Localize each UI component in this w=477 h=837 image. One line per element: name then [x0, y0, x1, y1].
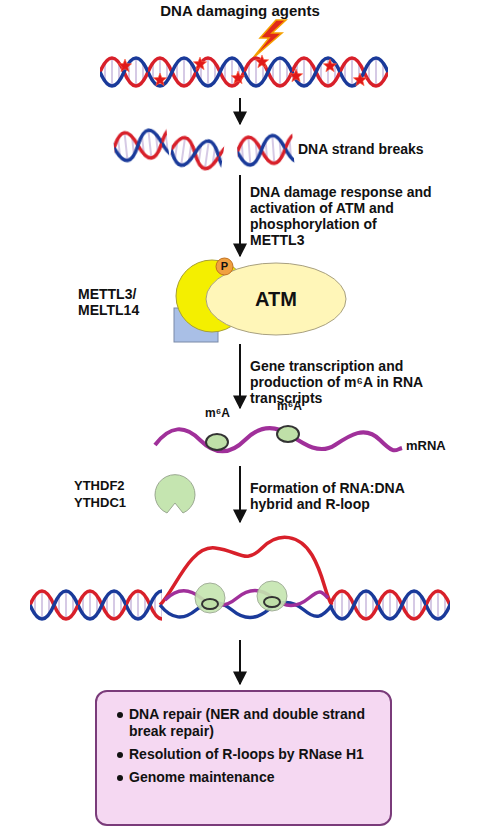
outcome-item: DNA repair (NER and double strand break …: [115, 706, 376, 740]
stage-label: DNA strand breaks: [298, 141, 468, 157]
broken-dna: [112, 122, 295, 176]
protein-label: YTHDF2: [74, 478, 154, 494]
modification-label: m⁶A: [205, 405, 245, 421]
flow-arrow: [239, 98, 241, 124]
bullet-dot: [117, 775, 123, 781]
molecule-label: mRNA: [406, 438, 466, 454]
protein-name: ATM: [255, 288, 297, 310]
reader-protein: [155, 475, 195, 513]
flow-arrow: [239, 175, 241, 256]
phosphate-circle: P: [215, 257, 234, 276]
outcome-text: DNA repair (NER and double strand break …: [129, 706, 365, 739]
ellipse-shape: [206, 263, 346, 335]
outcome-text: Genome maintenance: [129, 769, 275, 785]
phosphate-label: P: [221, 260, 228, 273]
protein-label: METTL3/ MELTL14: [78, 286, 156, 318]
flow-arrow: [239, 344, 241, 408]
bullet-dot: [117, 752, 123, 758]
dna-helix: [100, 52, 388, 92]
step-label: Gene transcription and production of m⁶A…: [250, 358, 430, 406]
outcome-item: Genome maintenance: [115, 769, 376, 786]
step-label: DNA damage response and activation of AT…: [250, 184, 435, 248]
damage-stars: [118, 55, 366, 86]
bullet-dot: [117, 712, 123, 718]
flow-arrow: [239, 640, 241, 684]
circle-shape: [216, 258, 233, 275]
r-loop: [30, 537, 450, 625]
protein-label: YTHDC1: [74, 495, 154, 511]
flow-arrow: [239, 466, 241, 522]
outcome-box: DNA repair (NER and double strand break …: [95, 690, 392, 826]
outcome-text: Resolution of R-loops by RNase H1: [129, 746, 364, 762]
stage-title: DNA damaging agents: [150, 3, 330, 19]
step-label: Formation of RNA:DNA hybrid and R-loop: [250, 480, 450, 512]
outcome-item: Resolution of R-loops by RNase H1: [115, 746, 376, 763]
m6a-mark: [206, 426, 299, 450]
modification-label: m⁶A: [277, 398, 317, 414]
